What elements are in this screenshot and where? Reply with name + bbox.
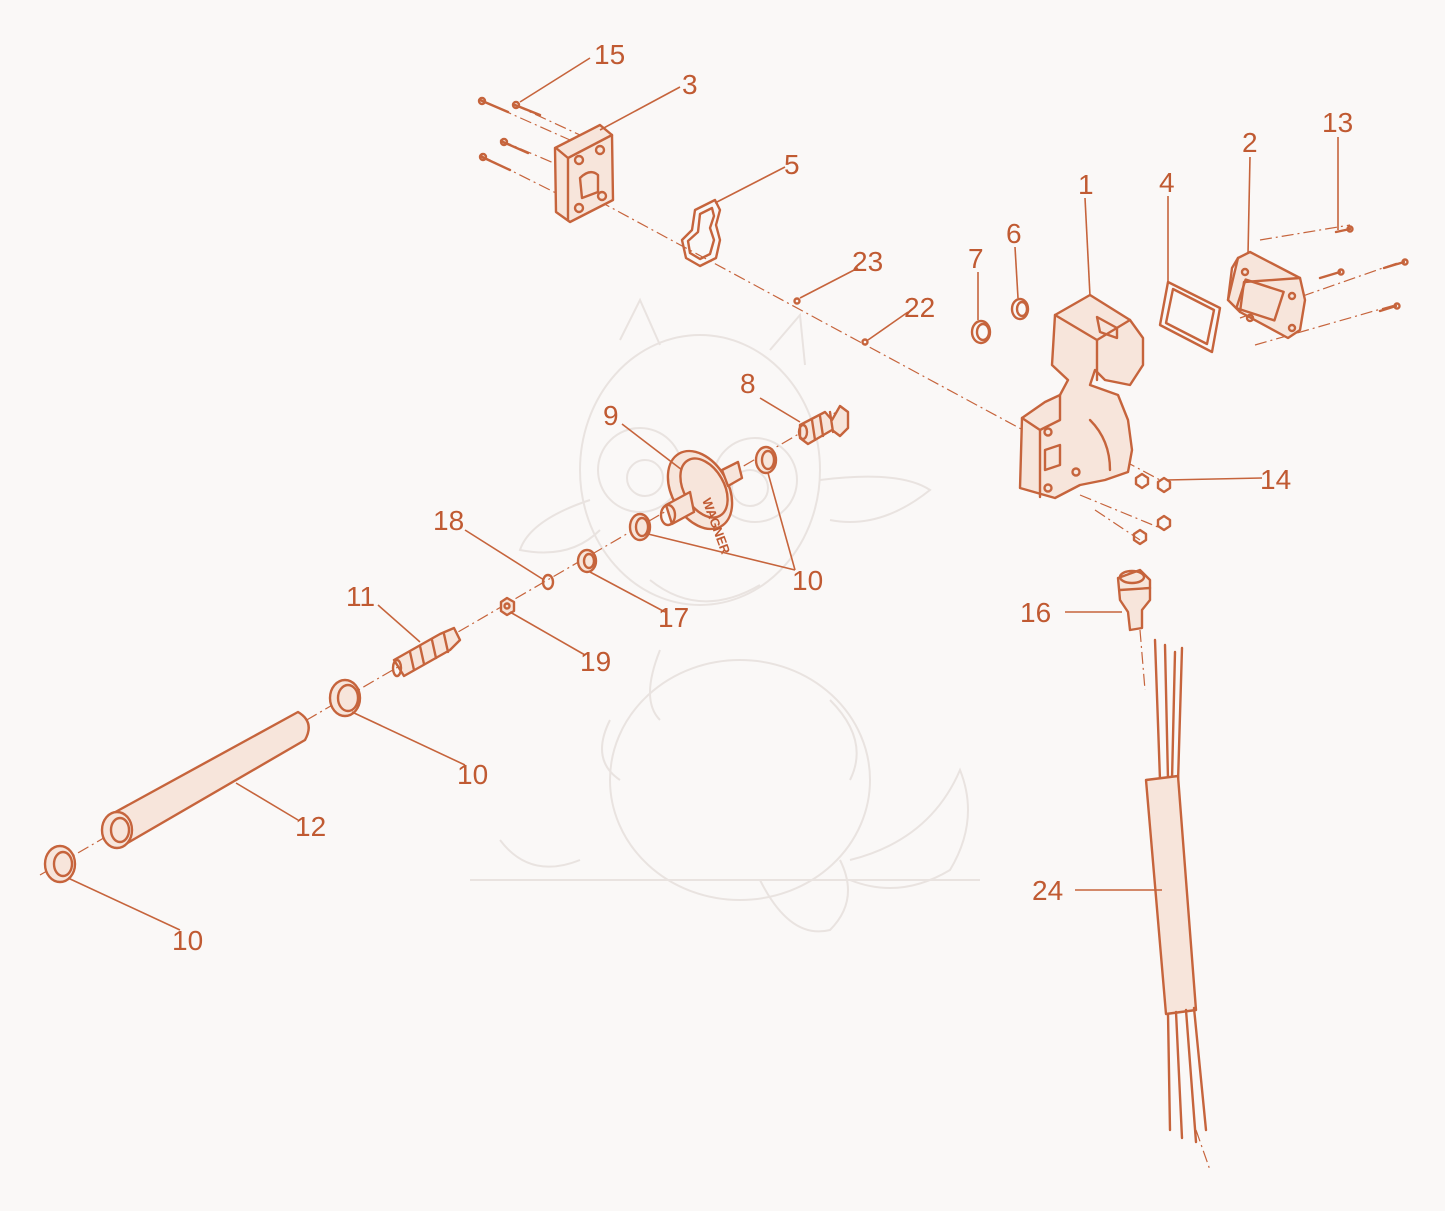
callout-16: 16 <box>1020 597 1051 628</box>
part-19-nut <box>499 596 516 617</box>
callout-10-lower: 10 <box>172 925 203 956</box>
callout-10-upper: 10 <box>792 565 823 596</box>
part-23-pin <box>793 297 801 305</box>
callout-14: 14 <box>1260 464 1291 495</box>
callout-17: 17 <box>658 602 689 633</box>
callout-18: 18 <box>433 505 464 536</box>
callout-6: 6 <box>1006 218 1022 249</box>
callout-13: 13 <box>1322 107 1353 138</box>
callout-5: 5 <box>784 149 800 180</box>
callout-2: 2 <box>1242 127 1258 158</box>
part-24-cable <box>1144 638 1211 1171</box>
callout-3: 3 <box>682 69 698 100</box>
callout-10-middle: 10 <box>457 759 488 790</box>
part-12-tube <box>100 710 310 850</box>
part-2-display-module <box>1226 250 1307 340</box>
part-15-screws <box>477 96 542 172</box>
callout-9: 9 <box>603 400 619 431</box>
part-5-gasket <box>680 198 722 268</box>
callout-19: 19 <box>580 646 611 677</box>
part-14-nuts <box>1132 472 1172 546</box>
callout-labels: 15 3 5 23 22 7 6 1 4 2 13 14 8 9 10 18 1… <box>172 39 1353 956</box>
callout-24: 24 <box>1032 875 1063 906</box>
part-8-fitting <box>797 404 850 446</box>
part-6-o-ring <box>1010 297 1030 321</box>
part-13-screws <box>1318 225 1409 313</box>
part-17-bushing <box>576 548 598 574</box>
part-4-display-gasket <box>1158 280 1222 354</box>
callout-1: 1 <box>1078 169 1094 200</box>
part-10-ring-lower <box>328 678 362 718</box>
part-10-ring-upper <box>754 445 778 475</box>
part-22-pin <box>861 338 869 346</box>
baby-dragon-watermark <box>470 297 980 933</box>
callout-7: 7 <box>968 243 984 274</box>
callout-4: 4 <box>1159 167 1175 198</box>
callout-11: 11 <box>346 581 375 612</box>
leader-lines <box>67 57 1339 931</box>
callout-15: 15 <box>594 39 625 70</box>
part-3-cover-plate <box>553 123 615 224</box>
part-16-cable-gland <box>1116 568 1152 632</box>
part-1-handle-body <box>1018 293 1145 500</box>
callout-12: 12 <box>295 811 326 842</box>
part-7-o-ring <box>970 319 992 345</box>
part-18-o-ring <box>541 573 555 591</box>
part-10-ring-middle <box>628 512 652 542</box>
part-10-ring-end <box>43 844 77 884</box>
callout-23: 23 <box>852 246 883 277</box>
part-11-connector <box>391 626 462 678</box>
callout-8: 8 <box>740 368 756 399</box>
callout-22: 22 <box>904 292 935 323</box>
